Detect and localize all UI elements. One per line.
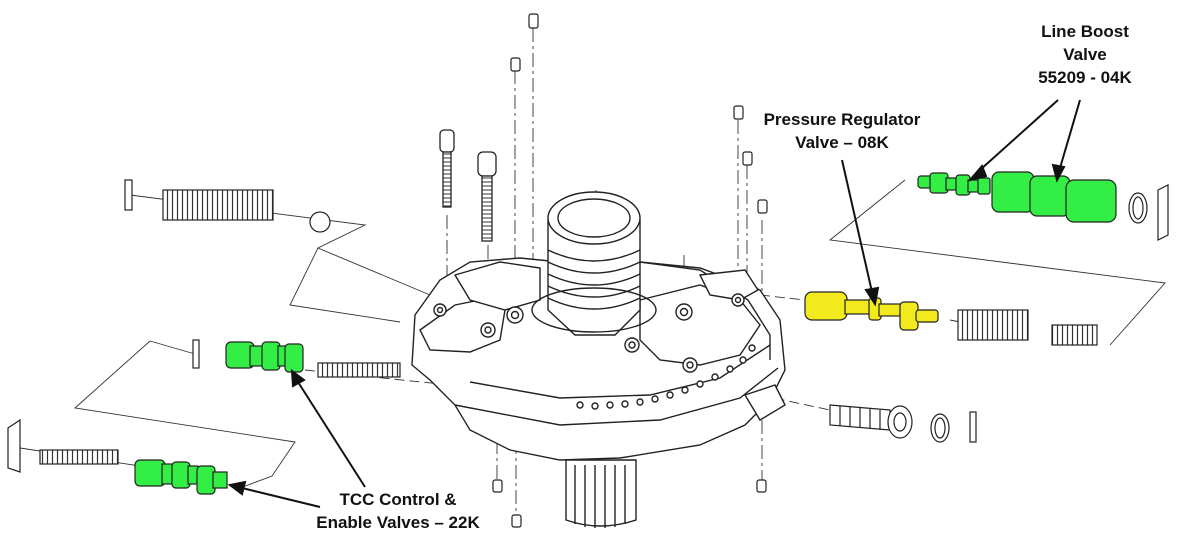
input-shaft bbox=[565, 459, 637, 528]
pressure-regulator-valve-label: Pressure Regulator Valve – 08K bbox=[742, 108, 942, 154]
upper-left-valve-train bbox=[124, 179, 331, 233]
line-boost-label-line3: 55209 - 04K bbox=[1038, 68, 1132, 87]
tcc-label-line2: Enable Valves – 22K bbox=[316, 513, 480, 532]
pressure-regulator-valve bbox=[804, 291, 1098, 346]
stator-hub bbox=[531, 191, 657, 336]
bolt-right bbox=[477, 151, 497, 242]
lower-right-filter bbox=[829, 404, 977, 443]
callout-arrows bbox=[227, 99, 1081, 508]
tcc-lower-valve bbox=[7, 418, 228, 495]
tcc-valves-label: TCC Control & Enable Valves – 22K bbox=[283, 488, 513, 534]
pressure-regulator-label-line1: Pressure Regulator bbox=[763, 110, 921, 129]
tcc-upper-valve bbox=[192, 339, 401, 378]
dowel-pins bbox=[492, 13, 768, 528]
tcc-label-line1: TCC Control & bbox=[339, 490, 457, 509]
line-boost-valve bbox=[917, 171, 1169, 241]
pump-body bbox=[411, 257, 786, 461]
pressure-regulator-label-line2: Valve – 08K bbox=[795, 133, 889, 152]
line-boost-label-line1: Line Boost bbox=[1041, 22, 1129, 41]
line-boost-valve-label: Line Boost Valve 55209 - 04K bbox=[1005, 20, 1165, 89]
line-boost-label-line2: Valve bbox=[1063, 45, 1107, 64]
bolt-left bbox=[439, 129, 455, 208]
